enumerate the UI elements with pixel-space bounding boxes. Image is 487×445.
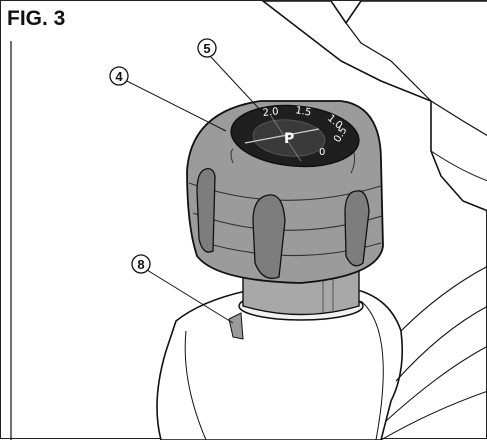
callout-5-label: 5 — [203, 41, 210, 56]
base-housing-contour — [184, 330, 207, 441]
callout-8-circle — [131, 254, 151, 274]
bracket-curve — [430, 150, 487, 182]
callout-5-circle — [197, 38, 217, 58]
base-right-sweep-4 — [380, 390, 487, 441]
base-housing — [156, 290, 404, 441]
bracket-inner-edge — [345, 22, 432, 102]
dial-mark-2-0: 2.0 — [262, 106, 279, 119]
callout-4-circle — [109, 66, 129, 86]
dial-mark-0: 0 — [319, 147, 325, 158]
figure-title: FIG. 3 — [7, 7, 65, 30]
base-right-sweep — [400, 265, 487, 332]
grip-ridge-right — [344, 190, 370, 267]
callout-8-label: 8 — [137, 257, 144, 272]
bracket-right-edge — [430, 100, 487, 137]
grip-ridge-left — [196, 168, 216, 253]
dial-pointer-2 — [270, 115, 302, 162]
leader-line-4 — [124, 79, 227, 132]
grip-ridge-back — [230, 148, 234, 164]
base-housing-contour-2 — [360, 300, 384, 441]
indicator-tab — [228, 312, 244, 340]
base-right-sweep-3 — [385, 345, 487, 422]
grip-ridge-center — [252, 194, 286, 280]
leader-line-5 — [210, 56, 264, 114]
callout-4-label: 4 — [115, 69, 123, 84]
dial-mark-1-5: 1.5 — [294, 105, 312, 119]
dial-inner-ring — [252, 119, 326, 157]
dial-pointer — [244, 128, 320, 144]
leader-line-8 — [146, 269, 234, 324]
dial-center-glyph: P — [284, 131, 294, 147]
base-right-sweep-2 — [395, 305, 487, 382]
